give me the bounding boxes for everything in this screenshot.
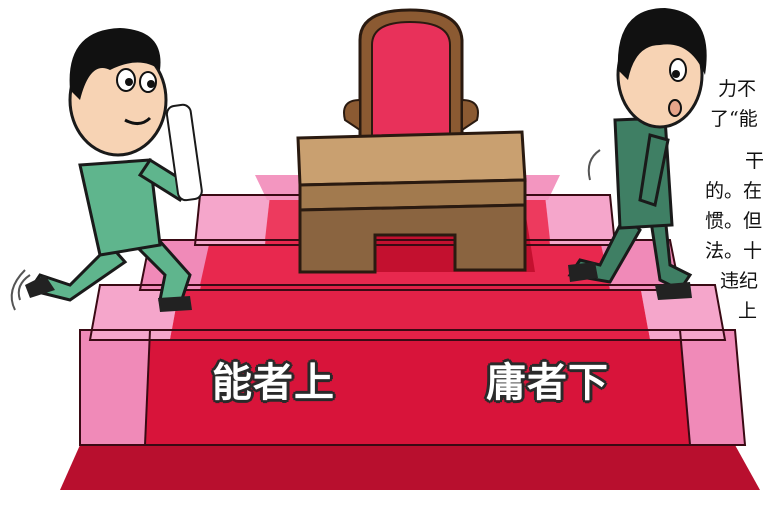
text-fragment-8: 上 [738,300,758,322]
motion-lines [10,149,601,311]
desk [296,130,527,274]
right-man [567,8,707,300]
text-fragment-4: 的。在 [705,180,763,202]
text-fragment-3: 干 [745,150,763,172]
label-right: 庸者下 [486,360,609,406]
text-fragment-5: 惯。但 [705,210,763,232]
label-left: 能者上 [212,360,335,406]
text-fragment-1: 力不 [718,78,757,100]
text-fragment-6: 法。十 [705,240,763,262]
text-fragment-7: 违纪 [720,270,759,292]
text-fragment-2: 了“能 [710,108,758,130]
chair [343,8,479,162]
left-man [25,28,203,312]
